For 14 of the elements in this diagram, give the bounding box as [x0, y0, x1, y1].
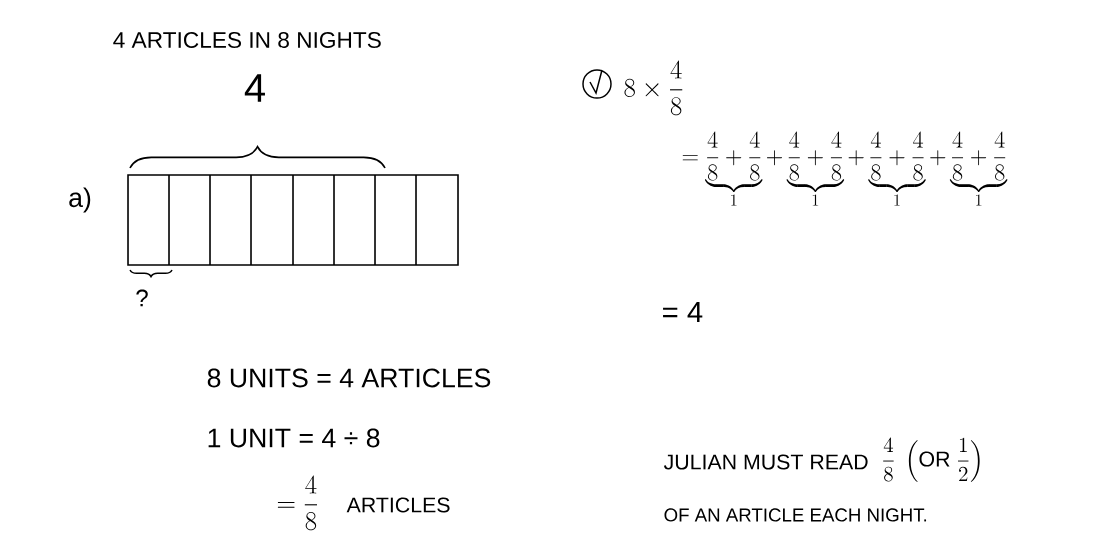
sum-formula: $=\underbrace{\frac{4}{8}+\frac{4}{8}}_{1}+\underbrace{\frac{4}{8}+\frac{4}{8}}_{1}+\underbrace{\frac{4}{8}+\frac{4}{8}}_{1}+\underbrace{\frac{4}{8}+\frac{4}{8}}_{1}$ — [682, 131, 1008, 206]
number-label: 4 — [244, 74, 265, 102]
unit-label: ARTICLES — [346, 497, 450, 513]
title: 4 ARTICLES IN 8 NIGHTS — [113, 31, 381, 49]
question-mark: ? — [136, 289, 148, 307]
part-label: a) — [69, 187, 91, 213]
answer-text: OF AN ARTICLE EACH NIGHT. — [664, 508, 927, 522]
answer-text: JULIAN MUST READ — [663, 454, 868, 470]
result-text: = 4 — [663, 301, 703, 323]
fraction-formula: $=\frac{4}{8}$ — [277, 475, 318, 531]
equation-text: 8 UNITS = 4 ARTICLES — [207, 368, 491, 388]
fraction-formula: $\frac{4}{8}\ \left(\mathrm{OR}\ \frac{1}{2}\right)$ — [883, 437, 980, 482]
product-formula: $8\times\frac{4}{8}$ — [624, 60, 683, 116]
equation-text: 1 UNIT = 4 ÷ 8 — [208, 428, 380, 448]
